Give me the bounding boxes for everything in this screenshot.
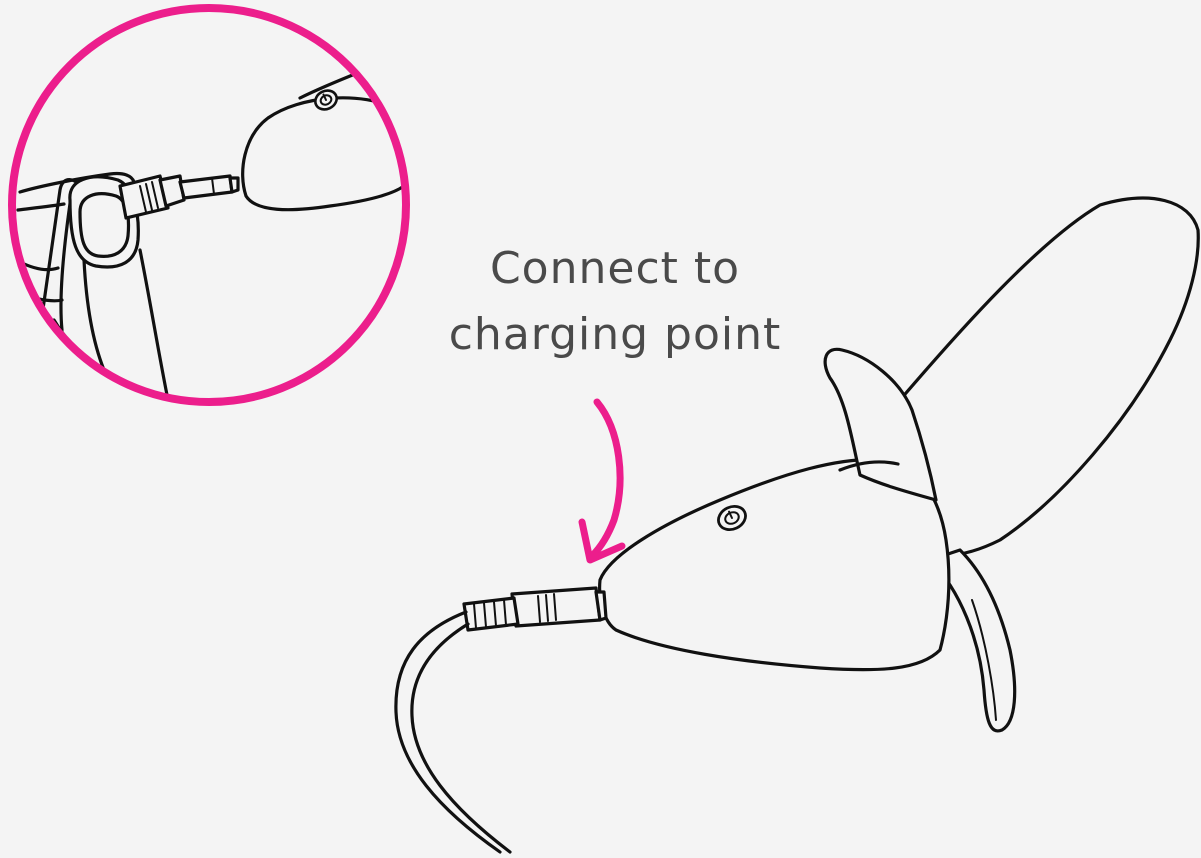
rear-shaft (889, 196, 1200, 557)
upper-flap (823, 347, 938, 502)
cable (394, 610, 502, 854)
charging-plug (462, 586, 608, 632)
instruction-line-1: Connect to (489, 243, 741, 294)
power-icon (314, 89, 338, 111)
plug-pin (178, 174, 234, 200)
instruction-label: Connect to charging point (380, 236, 850, 368)
power-icon (717, 505, 747, 531)
lower-flap (928, 548, 1017, 733)
device-illustration (394, 196, 1200, 854)
device-body (598, 457, 951, 672)
zoom-inset (8, 4, 410, 406)
instruction-line-2: charging point (448, 309, 782, 360)
plug-barrel (118, 174, 170, 220)
magnify-circle (8, 4, 410, 406)
arrow (578, 398, 626, 564)
